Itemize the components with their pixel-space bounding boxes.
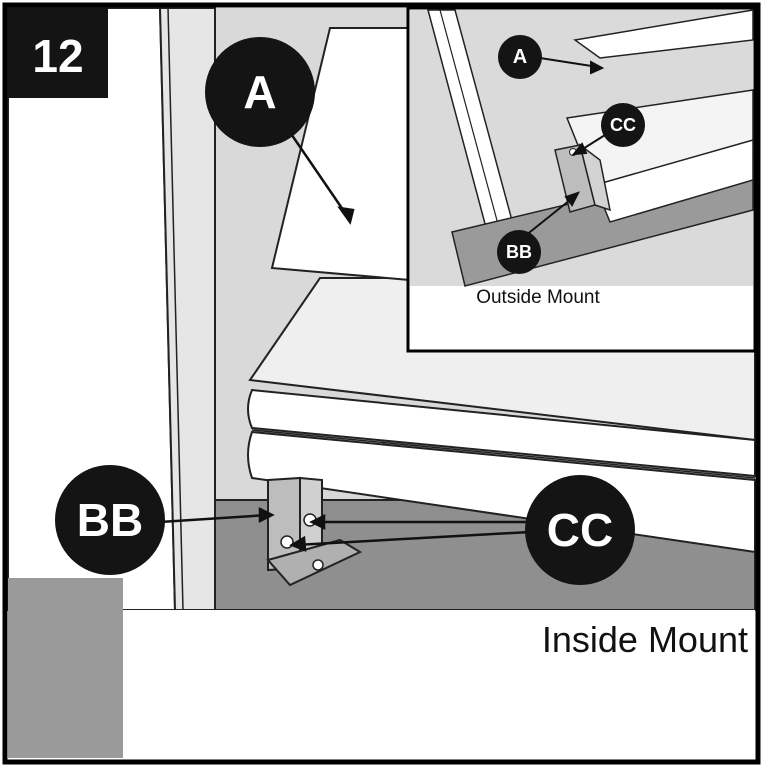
outside-mount-inset: A CC BB Outside Mount [406, 6, 757, 353]
callout-cc: CC [525, 475, 635, 585]
mounting-bracket-bb [266, 476, 363, 587]
caption-panel [123, 610, 755, 758]
callout-arrows [159, 124, 531, 552]
inset-callout-a: A [498, 35, 542, 79]
lower-wall-band [8, 578, 123, 758]
step-number: 12 [32, 30, 83, 82]
callout-cc-label: CC [547, 504, 613, 556]
headrail-groove [251, 429, 756, 479]
inset-callout-bb: BB [497, 230, 541, 274]
screw-cc-3 [312, 559, 324, 571]
inset-callout-a-label: A [513, 46, 527, 68]
jamb-edge [167, 7, 184, 611]
screw-cc-1 [280, 535, 294, 549]
callout-a-label: A [243, 66, 276, 118]
inset-callout-cc-label: CC [610, 115, 636, 135]
headrail-front-upper [247, 388, 756, 478]
callout-bb: BB [55, 465, 165, 575]
callout-a: A [205, 37, 315, 147]
step-number-badge: 12 [8, 8, 108, 98]
callout-bb-label: BB [77, 494, 143, 546]
inset-callout-bb-label: BB [506, 242, 532, 262]
inside-mount-caption: Inside Mount [542, 619, 748, 660]
inset-callout-cc: CC [601, 103, 645, 147]
outside-mount-caption: Outside Mount [476, 287, 600, 308]
